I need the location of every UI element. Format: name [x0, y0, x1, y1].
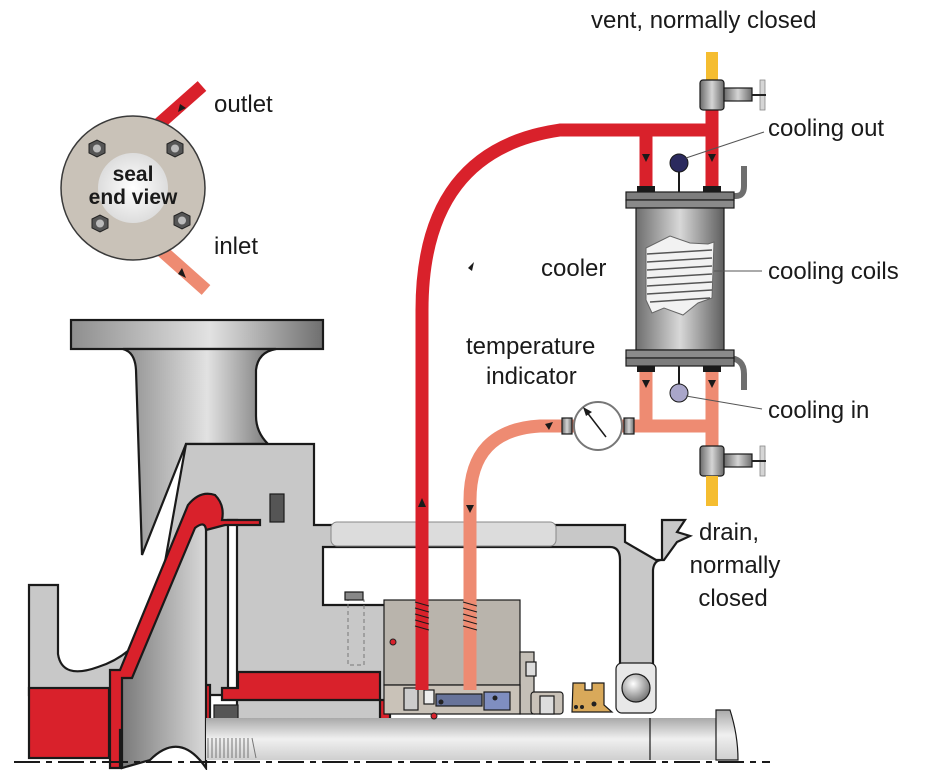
gauge-fitting-left	[561, 417, 573, 435]
flow-arrow-icon	[418, 498, 426, 507]
outlet-arrow-icon	[178, 104, 186, 112]
cool-flush-line	[463, 419, 712, 690]
cooling-water-out-pipe	[728, 166, 747, 199]
cooler-bottom-plate	[625, 357, 735, 367]
cooling-out-indicator	[669, 153, 689, 173]
wear-ring-lower	[213, 704, 239, 720]
pumped-fluid-suction	[27, 686, 111, 760]
drain-label-line1: drain,	[699, 519, 759, 546]
lip-seal-spring	[591, 701, 597, 707]
vent-line	[706, 52, 718, 82]
coil-thread-cool	[462, 601, 478, 631]
cooling-in-leader	[685, 395, 763, 410]
o-ring	[430, 712, 438, 720]
cooling-in-indicator	[669, 383, 689, 403]
shaft	[14, 709, 770, 763]
drain-valve-body	[699, 445, 725, 477]
vent-valve-body	[699, 79, 725, 111]
o-ring	[492, 695, 498, 701]
flow-arrow-icon	[545, 422, 553, 430]
drain-valve-stem	[723, 453, 753, 468]
cooler-gasket	[703, 366, 721, 372]
seal-end-view-label-line2: end view	[89, 186, 178, 209]
drain-label-line3: closed	[698, 585, 767, 612]
gauge-fitting-right	[623, 417, 635, 435]
cooling-out-leader	[685, 131, 765, 159]
cooler-gasket	[637, 186, 655, 192]
lip-seal-spring	[574, 705, 578, 709]
shaft-step	[715, 709, 739, 761]
bearing-assembly	[571, 662, 657, 714]
cooling-out-label: cooling out	[768, 115, 884, 142]
outlet-label: outlet	[214, 91, 273, 118]
vent-valve-stem	[723, 87, 753, 102]
drain-label-line2: normally	[690, 552, 781, 579]
cooler-gasket	[703, 186, 721, 192]
seal-gland-body	[383, 599, 521, 686]
stationary-face	[483, 691, 511, 711]
vent-valve	[699, 52, 766, 111]
gland-bolt-head	[344, 591, 364, 601]
cooler-bottom-flange	[625, 349, 735, 359]
cooler-gasket	[637, 366, 655, 372]
coil-thread-hot	[414, 601, 430, 631]
temperature-indicator-label-line2: indicator	[486, 363, 577, 390]
gland-bolt	[525, 661, 537, 677]
vent-label: vent, normally closed	[591, 7, 816, 34]
flow-arrow-icon	[642, 380, 650, 388]
bolt-icon	[173, 211, 191, 230]
drain-line	[706, 476, 718, 506]
discharge-nozzle	[122, 347, 277, 556]
lip-seal	[571, 682, 614, 713]
bolt-icon	[88, 139, 106, 158]
drive-collar-screw	[539, 695, 555, 715]
temperature-gauge	[561, 401, 635, 451]
cooler-label: cooler	[541, 255, 606, 282]
seal-end-view: seal end view	[60, 81, 211, 295]
gauge-needle-icon	[585, 410, 607, 438]
flow-arrow-icon	[708, 154, 716, 162]
bolt-icon	[166, 139, 184, 158]
o-ring	[438, 699, 444, 705]
cooling-coil-lines	[646, 249, 713, 303]
bearing-frame-slot	[330, 521, 557, 547]
cooler-top-flange	[625, 199, 735, 209]
wear-ring	[269, 493, 285, 523]
o-ring	[389, 638, 397, 646]
cooling-coils-label: cooling coils	[768, 258, 899, 285]
impeller-thread	[207, 737, 257, 759]
pump-casing	[27, 318, 694, 770]
seal-spring	[423, 689, 435, 705]
flush-piping	[414, 100, 719, 690]
seal-end-view-label-line1: seal	[113, 163, 154, 186]
flow-arrow-icon	[708, 380, 716, 388]
cooler-top-plate	[625, 191, 735, 201]
cooling-in-label: cooling in	[768, 397, 869, 424]
seal-bore	[98, 153, 168, 223]
cooler	[625, 153, 747, 403]
temperature-indicator-label-line1: temperature	[466, 333, 595, 360]
bolt-icon	[91, 214, 109, 233]
hot-flush-line	[415, 123, 712, 690]
discharge-flange	[69, 318, 325, 351]
set-screw	[403, 687, 419, 711]
flow-arrow-icon	[466, 505, 474, 513]
inlet-arrow-icon	[178, 268, 186, 278]
lip-seal-spring	[580, 705, 584, 709]
inlet-label: inlet	[214, 233, 258, 260]
drain-valve	[699, 445, 766, 506]
bearing-ball	[621, 673, 651, 703]
gauge-needle-tip	[583, 407, 592, 416]
flow-arrow-icon	[642, 154, 650, 162]
flow-arrow-icon	[468, 262, 474, 271]
shaft-body	[206, 718, 716, 760]
rotating-face	[435, 693, 483, 707]
impeller	[120, 523, 208, 770]
